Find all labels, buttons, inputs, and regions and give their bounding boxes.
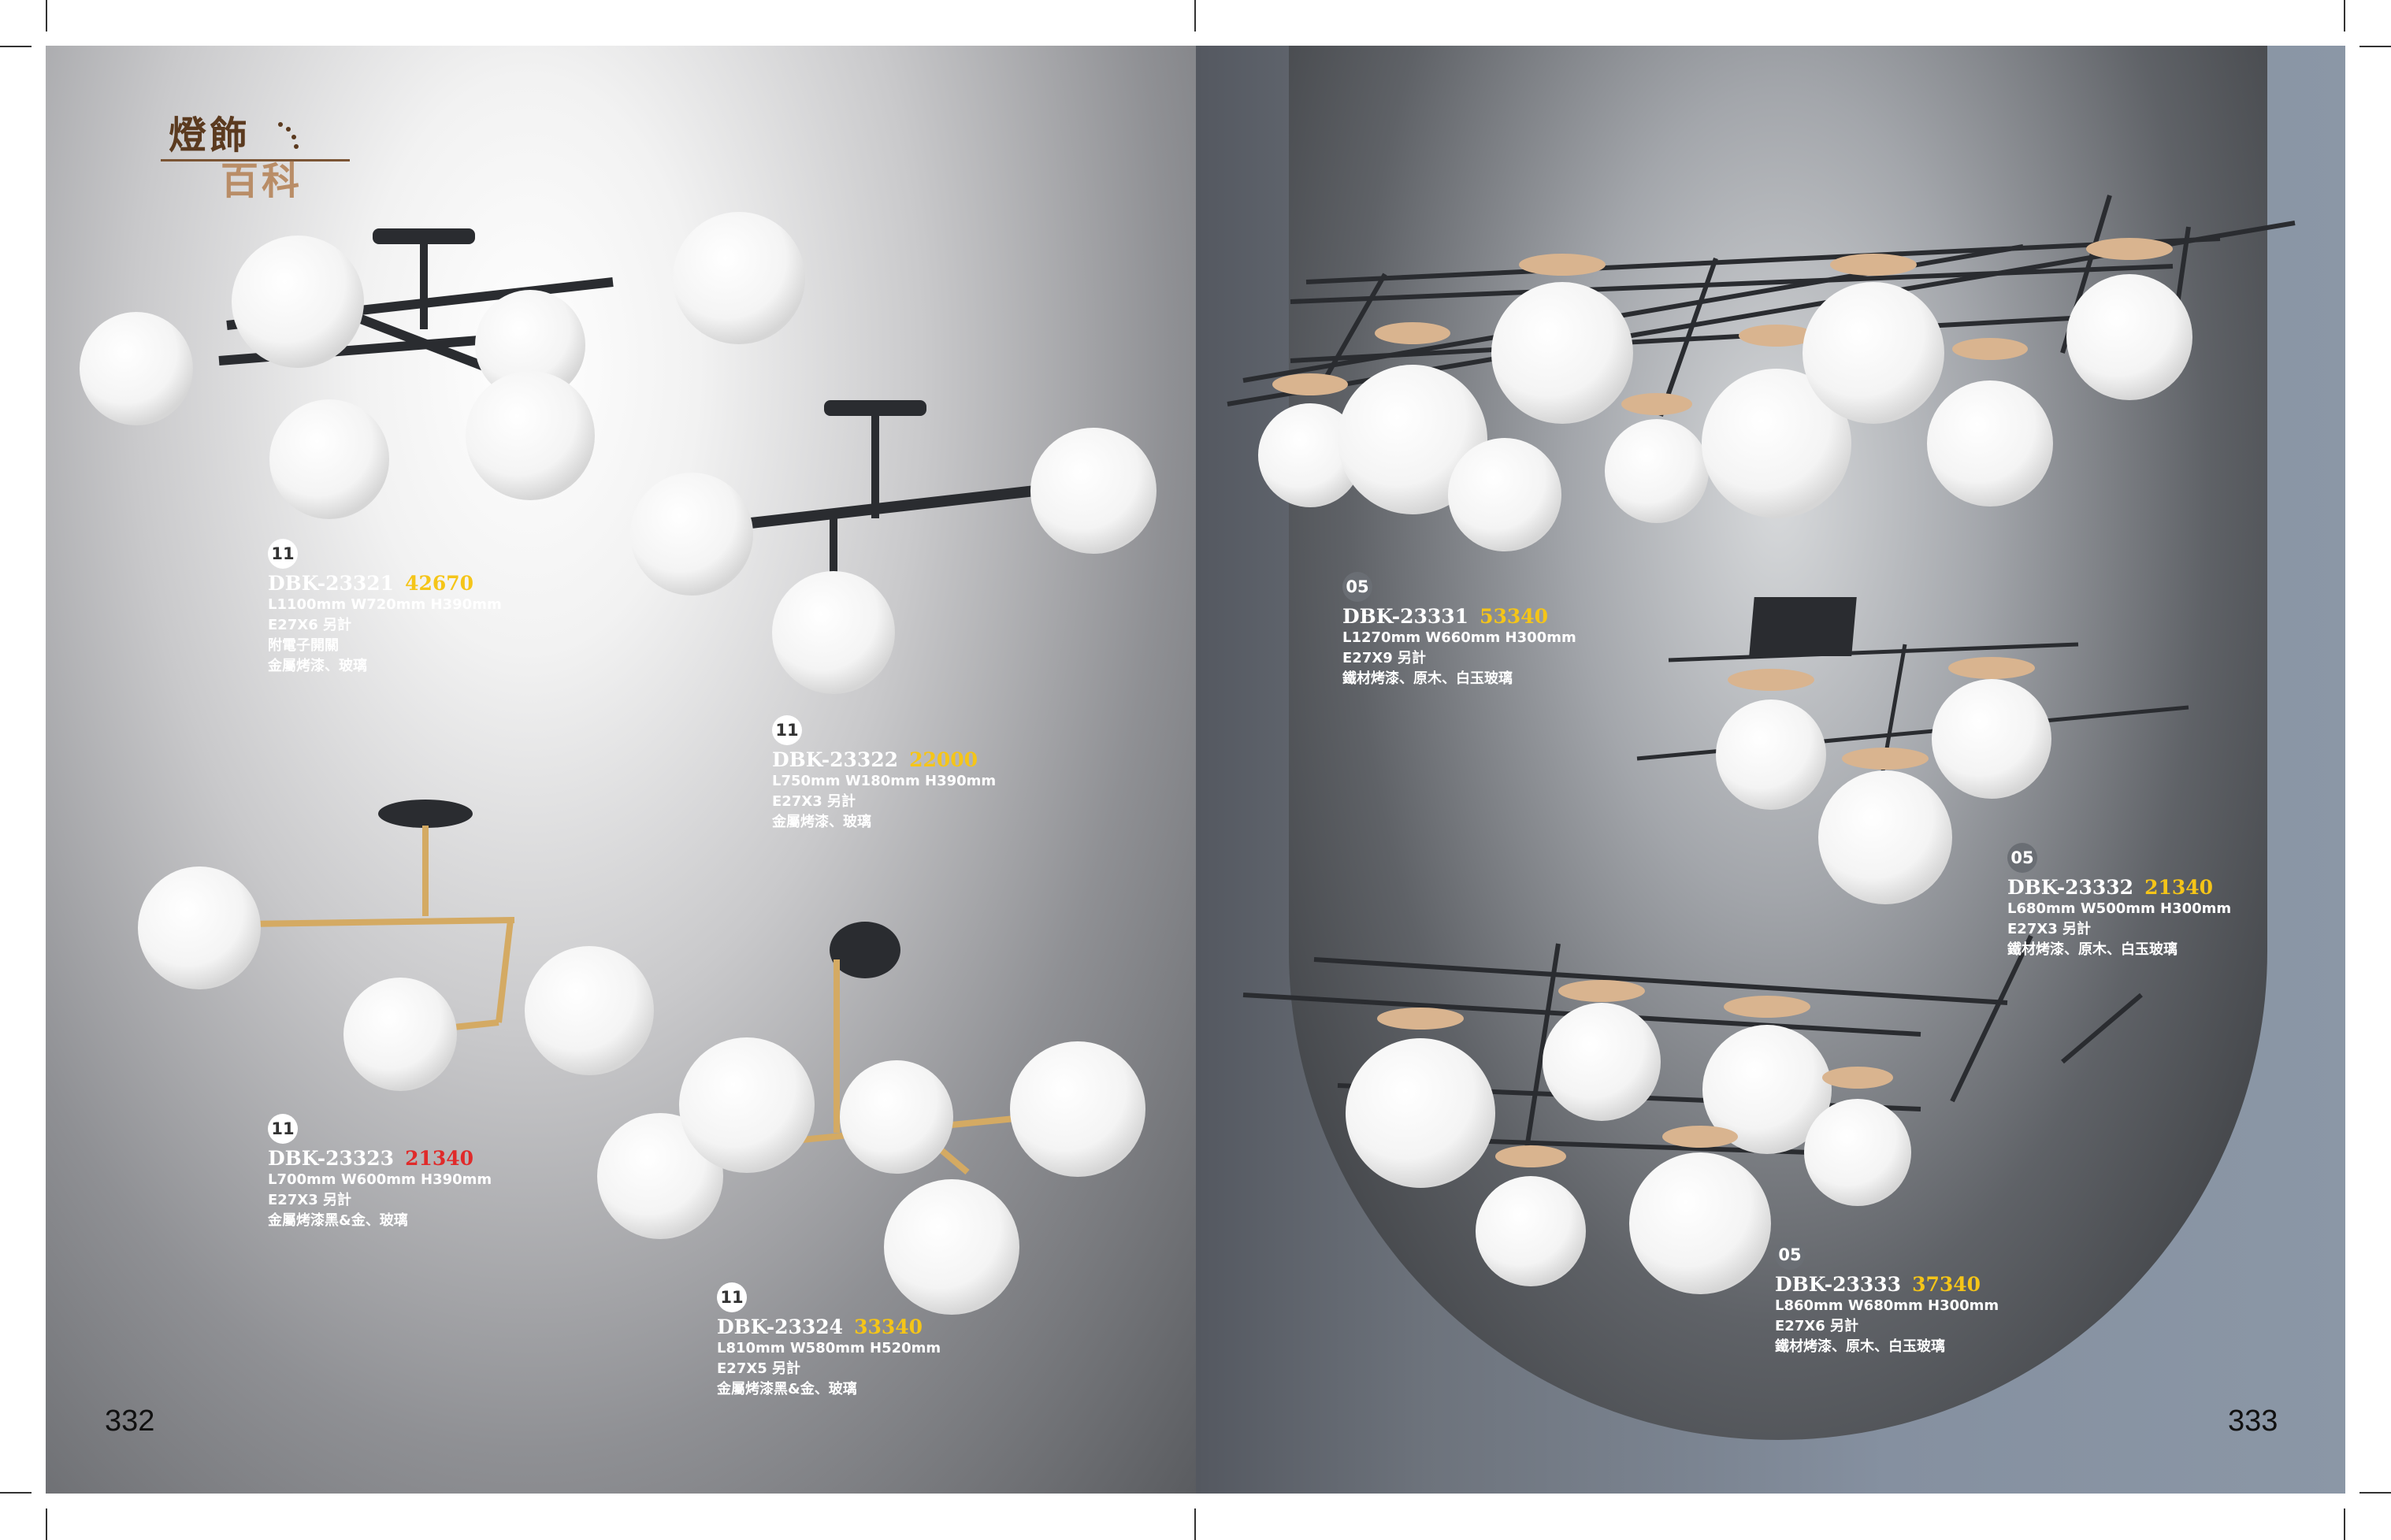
price: 42670 <box>405 572 474 595</box>
spec-line: E27X5 另計 <box>717 1360 801 1377</box>
spec-line: E27X3 另計 <box>2007 921 2092 937</box>
product-model: DBK-23331 53340 <box>1342 605 1576 628</box>
crop-mark <box>46 0 47 32</box>
product-model: DBK-23332 21340 <box>2007 876 2231 899</box>
model-number: DBK-23324 <box>717 1315 844 1338</box>
crop-mark <box>2359 46 2391 47</box>
lamp-dbk-23332 <box>1636 597 2189 904</box>
lamp-dbk-23333-globes <box>1346 980 1911 1294</box>
product-model: DBK-23321 42670 <box>268 572 502 595</box>
spec-line: 金屬烤漆黑&金、玻璃 <box>268 1212 408 1229</box>
brand-logo: 燈飾 百科 <box>101 98 353 239</box>
spec-line: 鐵材烤漆、原木、白玉玻璃 <box>2007 941 2178 958</box>
spec-line: 鐵材烤漆、原木、白玉玻璃 <box>1342 670 1513 687</box>
spec-line: L810mm W580mm H520mm <box>717 1340 941 1356</box>
page-number: 333 <box>2228 1405 2278 1438</box>
model-number: DBK-23322 <box>772 748 899 771</box>
model-number: DBK-23331 <box>1342 605 1469 628</box>
spec-line: L860mm W680mm H300mm <box>1775 1297 1999 1314</box>
product-model: DBK-23322 22000 <box>772 748 996 771</box>
price: 33340 <box>854 1315 923 1338</box>
lamp-dbk-23331-globes <box>1258 238 2192 551</box>
spec-line: 附電子開關 <box>268 637 339 654</box>
logo-text-2: 百科 <box>221 159 303 203</box>
right-lamp-illustrations <box>1227 195 2296 1294</box>
crop-mark <box>46 1508 47 1540</box>
lamp-dbk-23322 <box>630 400 1157 694</box>
logo-rule <box>161 159 350 161</box>
lamp-dbk-23324 <box>597 922 1145 1315</box>
product-info: 05 DBK-23332 21340 L680mm W500mm H300mm E… <box>2007 843 2231 960</box>
product-model: DBK-23323 21340 <box>268 1147 492 1170</box>
model-number: DBK-23321 <box>268 572 395 595</box>
product-model: DBK-23324 33340 <box>717 1315 941 1338</box>
spec-line: E27X3 另計 <box>268 1192 352 1208</box>
product-badge: 11 <box>772 715 802 745</box>
lamp-dbk-23321 <box>80 212 805 519</box>
spec-line: 金屬烤漆、玻璃 <box>772 814 871 830</box>
model-number: DBK-23323 <box>268 1147 395 1170</box>
logo-dots <box>278 122 299 149</box>
left-page: 燈飾 百科 <box>46 46 1196 1494</box>
spec-line: 金屬烤漆黑&金、玻璃 <box>717 1381 857 1397</box>
product-badge: 11 <box>717 1282 747 1312</box>
spec-line: E27X9 另計 <box>1342 650 1427 666</box>
product-info: 11 DBK-23323 21340 L700mm W600mm H390mm E… <box>268 1114 492 1231</box>
crop-mark <box>2344 0 2345 32</box>
crop-mark <box>2359 1492 2391 1494</box>
product-info: 11 DBK-23322 22000 L750mm W180mm H390mm E… <box>772 715 996 833</box>
product-info: 05 DBK-23333 37340 L860mm W680mm H300mm E… <box>1775 1240 1999 1357</box>
product-badge: 05 <box>1342 572 1372 602</box>
logo-text-1: 燈飾 <box>169 113 251 158</box>
crop-mark <box>0 1492 32 1494</box>
spec-line: E27X3 另計 <box>772 793 856 810</box>
crop-mark <box>0 46 32 47</box>
product-info: 11 DBK-23324 33340 L810mm W580mm H520mm E… <box>717 1282 941 1400</box>
product-badge: 05 <box>1775 1240 1805 1270</box>
spec-line: L1100mm W720mm H390mm <box>268 596 502 613</box>
spec-line: E27X6 另計 <box>1775 1318 1859 1334</box>
spec-line: L750mm W180mm H390mm <box>772 773 997 789</box>
spec-line: 鐵材烤漆、原木、白玉玻璃 <box>1775 1338 1945 1355</box>
price: 53340 <box>1480 605 1549 628</box>
lamp-dbk-23323 <box>138 800 654 1091</box>
price: 21340 <box>2144 876 2214 899</box>
product-model: DBK-23333 37340 <box>1775 1273 1999 1296</box>
spec-line: L700mm W600mm H390mm <box>268 1171 492 1188</box>
crop-mark <box>1194 0 1196 32</box>
model-number: DBK-23333 <box>1775 1273 1902 1296</box>
crop-mark <box>2344 1508 2345 1540</box>
price: 37340 <box>1912 1273 1981 1296</box>
price: 22000 <box>909 748 978 771</box>
model-number: DBK-23332 <box>2007 876 2134 899</box>
page-number: 332 <box>105 1405 155 1438</box>
spec-line: E27X6 另計 <box>268 617 352 633</box>
product-badge: 11 <box>268 1114 298 1144</box>
left-lamp-illustrations <box>80 212 1157 1315</box>
spec-line: L1270mm W660mm H300mm <box>1342 629 1576 646</box>
price: 21340 <box>405 1147 474 1170</box>
spec-line: 金屬烤漆、玻璃 <box>268 658 367 674</box>
spec-line: L680mm W500mm H300mm <box>2007 900 2232 917</box>
product-badge: 05 <box>2007 843 2037 873</box>
product-badge: 11 <box>268 539 298 569</box>
crop-mark <box>1194 1508 1196 1540</box>
